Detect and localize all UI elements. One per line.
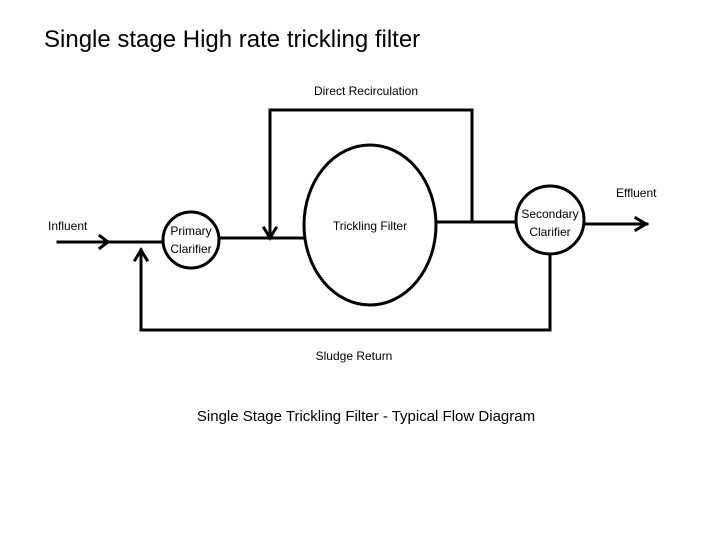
effluent-arrowhead [633, 215, 649, 233]
primary-clarifier-node [161, 210, 221, 270]
effluent-label: Effluent [616, 186, 657, 200]
sludge-return-line [139, 248, 552, 332]
sludge-return-arrowhead [132, 247, 150, 263]
diagram-caption: Single Stage Trickling Filter - Typical … [197, 408, 535, 425]
trickling-filter-node [302, 143, 438, 307]
sludge-return-label: Sludge Return [316, 349, 393, 363]
influent-arrowhead [97, 233, 111, 251]
primary-clarifier-label-line2: Clarifier [170, 242, 211, 256]
primary-clarifier-label-line1: Primary [170, 224, 211, 238]
secondary-clarifier-label-line2: Clarifier [529, 225, 570, 239]
secondary-clarifier-label-line1: Secondary [521, 207, 578, 221]
trickling-filter-label: Trickling Filter [333, 219, 407, 233]
influent-label: Influent [48, 219, 88, 233]
page-title: Single stage High rate trickling filter [44, 26, 421, 53]
direct-recirculation-line [268, 108, 474, 240]
direct-recirculation-arrowhead [261, 225, 279, 241]
direct-recirculation-label: Direct Recirculation [314, 84, 418, 98]
